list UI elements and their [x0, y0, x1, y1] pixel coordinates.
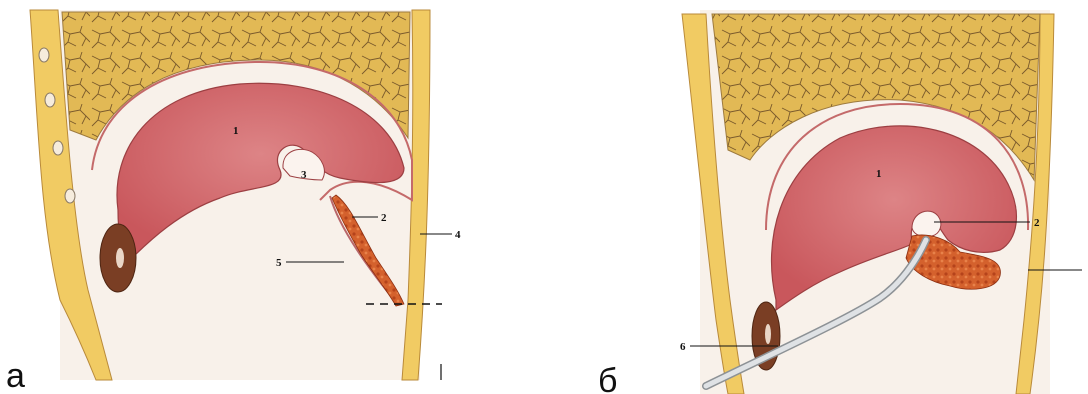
lump-highlight-b: [765, 324, 771, 344]
panel-a: [30, 10, 452, 380]
label-3-a: 3: [301, 169, 307, 181]
label-6-b: 6: [680, 341, 686, 353]
label-1-a: 1: [233, 125, 239, 137]
label-1-b: 1: [876, 168, 882, 180]
panel-letter-a: а: [6, 357, 25, 394]
panel-letter-b: б: [598, 362, 617, 394]
lump-highlight-a: [116, 248, 124, 268]
label-5-a: 5: [276, 257, 282, 269]
label-2-a: 2: [381, 212, 387, 224]
panel-b: [682, 10, 1082, 394]
label-4-a: 4: [455, 229, 461, 241]
label-2-b: 2: [1034, 217, 1040, 229]
